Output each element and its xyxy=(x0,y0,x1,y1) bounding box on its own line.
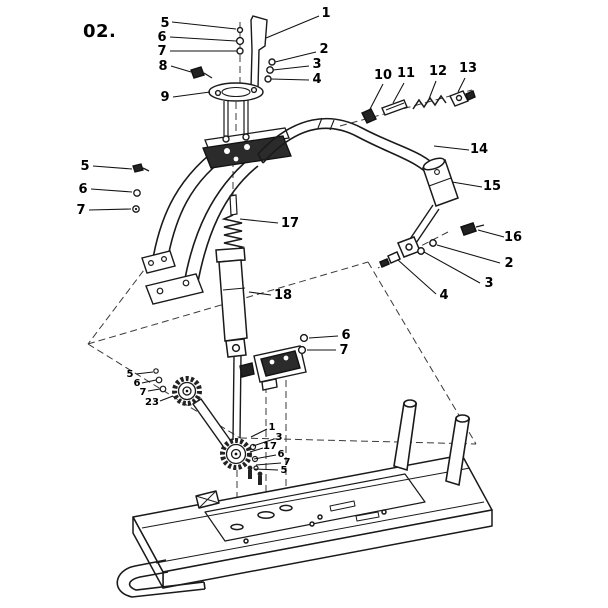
callout-1-top: 1 xyxy=(321,6,330,21)
callout-10: 10 xyxy=(374,68,392,83)
handlebar-tube xyxy=(257,117,441,180)
callout-labels: 02. 5 6 7 8 9 1 2 3 4 10 11 12 13 14 15 … xyxy=(76,6,522,476)
callout-17-lower: 17 xyxy=(263,441,277,452)
callout-23: 23 xyxy=(145,397,159,408)
callout-4-top: 4 xyxy=(312,72,321,87)
handle-frame xyxy=(141,127,292,305)
callout-4-right: 4 xyxy=(439,288,448,303)
callout-5-lower-left: 5 xyxy=(127,369,134,380)
callout-2-right: 2 xyxy=(504,256,513,271)
callout-5-lower: 5 xyxy=(281,465,288,476)
callout-2-top: 2 xyxy=(319,42,328,57)
callout-6-lower: 6 xyxy=(278,449,285,460)
callout-7-left: 7 xyxy=(76,203,85,218)
roller-gear-assembly xyxy=(153,368,263,485)
callout-5-top-left: 5 xyxy=(160,16,169,31)
linkage-parts-row xyxy=(361,90,476,124)
base-frame xyxy=(132,454,493,589)
left-fasteners xyxy=(132,163,150,213)
callout-17: 17 xyxy=(281,216,299,231)
callout-6-lower-left: 6 xyxy=(134,378,141,389)
callout-6-center: 6 xyxy=(341,328,350,343)
callout-6-left: 6 xyxy=(78,182,87,197)
callout-13: 13 xyxy=(459,61,477,76)
control-lever-assembly xyxy=(190,15,276,143)
callout-7-lower: 7 xyxy=(284,457,291,468)
callout-11: 11 xyxy=(397,66,415,81)
callout-1-lower: 1 xyxy=(269,422,276,433)
callout-15: 15 xyxy=(483,179,501,194)
callout-12: 12 xyxy=(429,64,447,79)
callout-3-right: 3 xyxy=(484,276,493,291)
callout-3-top: 3 xyxy=(312,57,321,72)
callout-5-left: 5 xyxy=(80,159,89,174)
callout-14: 14 xyxy=(470,142,488,157)
support-pins xyxy=(393,399,471,487)
callout-3-lower: 3 xyxy=(276,432,283,443)
callout-7-top-left: 7 xyxy=(157,44,166,59)
leader-lines xyxy=(88,15,505,471)
figure-number: 02. xyxy=(83,21,116,42)
callout-6-top-left: 6 xyxy=(157,30,166,45)
pump-bracket xyxy=(239,333,309,391)
callout-9-top-left: 9 xyxy=(160,90,169,105)
callout-7-lower-left: 7 xyxy=(140,387,147,398)
callout-7-center: 7 xyxy=(339,343,348,358)
callout-8-top-left: 8 xyxy=(158,59,167,74)
fork-handle-loop xyxy=(116,559,206,598)
lift-cylinder-and-spring xyxy=(215,194,248,441)
callout-16: 16 xyxy=(504,230,522,245)
callout-18: 18 xyxy=(274,288,292,303)
tilt-cylinder-assembly xyxy=(379,157,485,268)
